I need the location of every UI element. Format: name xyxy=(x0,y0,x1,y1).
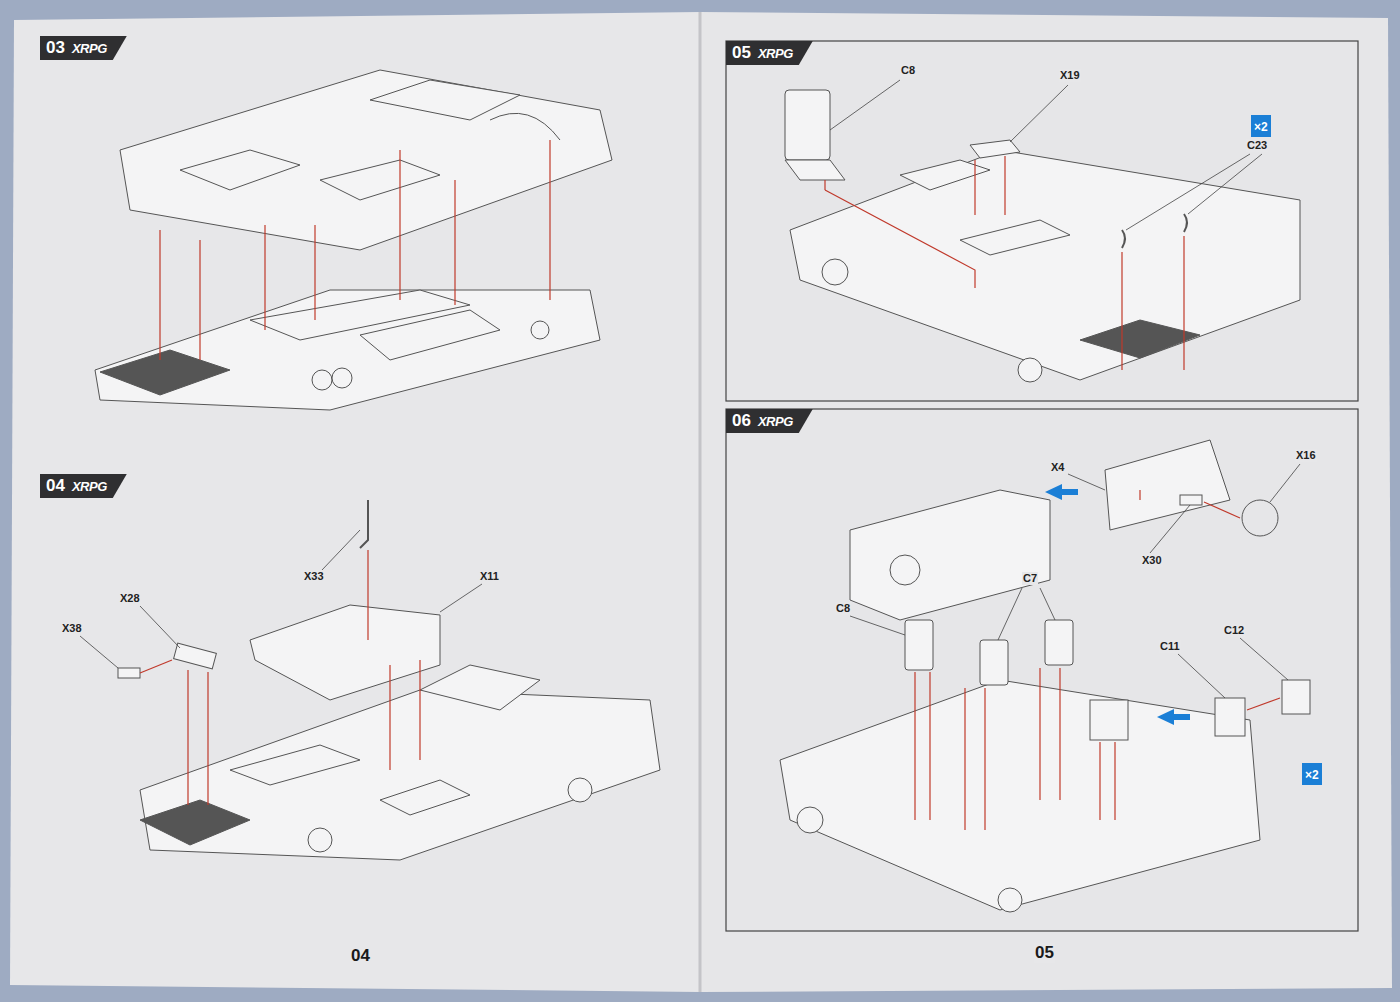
step-tab: 04 XRPG xyxy=(40,474,127,498)
part-label: X11 xyxy=(479,570,500,583)
part-label: X33 xyxy=(303,570,325,583)
part-label: C11 xyxy=(1159,640,1181,653)
step-number: 03 xyxy=(46,38,65,58)
brand-logo: XRPG xyxy=(72,41,107,56)
part-label: C7 xyxy=(1022,572,1038,585)
part-label: C12 xyxy=(1223,624,1245,637)
part-label: X16 xyxy=(1295,449,1317,462)
step-tab: 03 XRPG xyxy=(40,36,127,60)
page-number: 04 xyxy=(350,946,371,966)
page-number: 05 xyxy=(1034,943,1055,963)
part-label: C8 xyxy=(900,64,916,77)
step-number: 05 xyxy=(732,43,751,63)
part-label: C8 xyxy=(835,602,851,615)
quantity-text: ×2 xyxy=(1305,768,1319,782)
step-number: 06 xyxy=(732,411,751,431)
part-label: C23 xyxy=(1246,139,1268,152)
step-tab: 05 XRPG xyxy=(726,41,813,65)
brand-logo: XRPG xyxy=(758,46,793,61)
brand-logo: XRPG xyxy=(72,479,107,494)
part-label: X38 xyxy=(61,622,83,635)
part-label: X28 xyxy=(119,592,141,605)
part-label: X30 xyxy=(1141,554,1163,567)
brand-logo: XRPG xyxy=(758,414,793,429)
quantity-badge: ×2 xyxy=(1251,115,1271,137)
quantity-text: ×2 xyxy=(1254,120,1268,134)
step-number: 04 xyxy=(46,476,65,496)
quantity-badge: ×2 xyxy=(1302,763,1322,785)
step-tab: 06 XRPG xyxy=(726,409,813,433)
part-label: X4 xyxy=(1050,461,1065,474)
part-label: X19 xyxy=(1059,69,1081,82)
